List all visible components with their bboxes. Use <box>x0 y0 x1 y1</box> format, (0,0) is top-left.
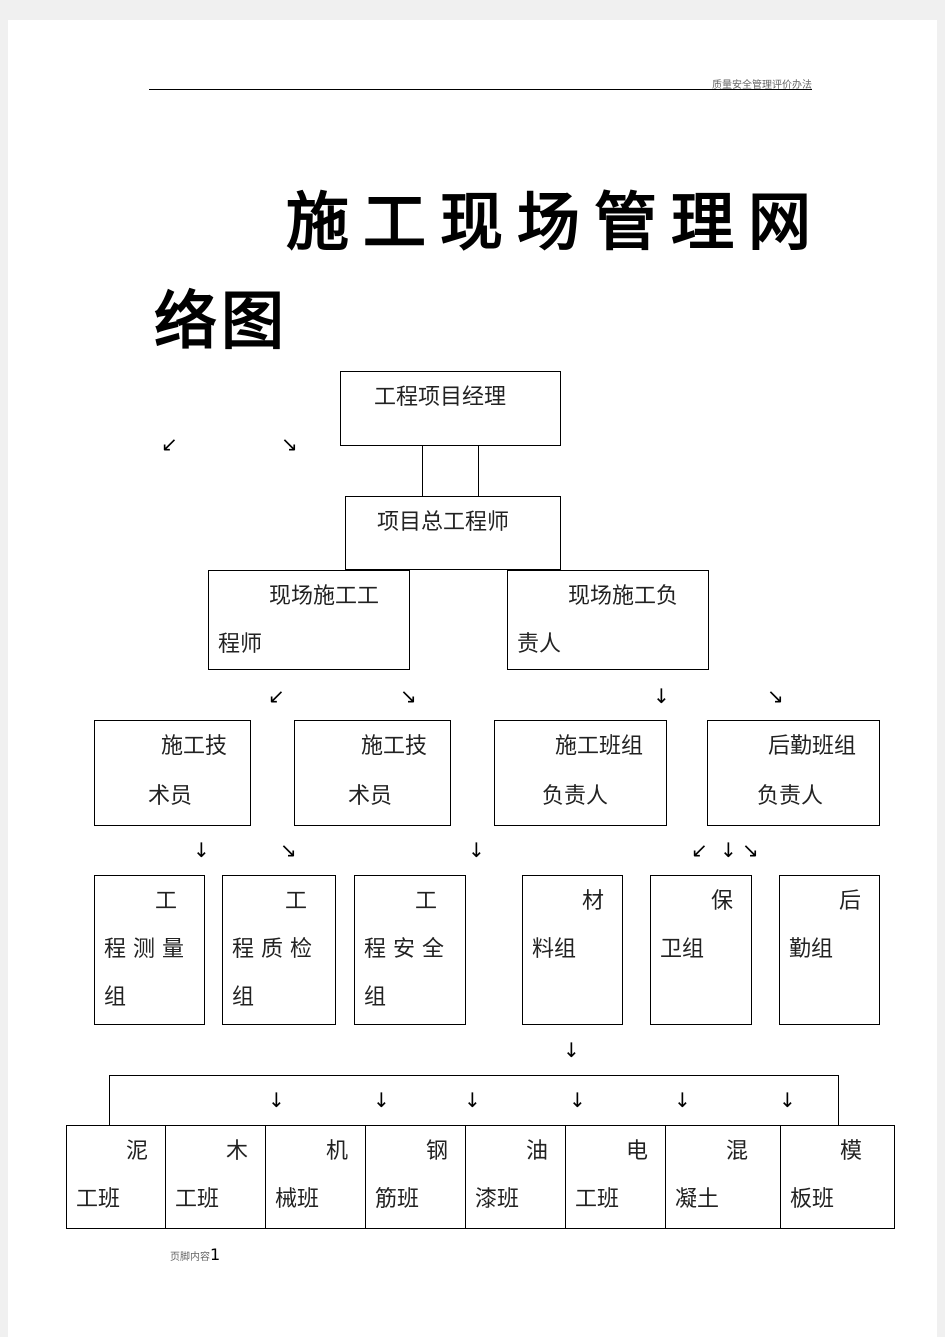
box-crew-machinery: 机 械班 <box>265 1125 366 1229</box>
box-label-line2: 工班 <box>575 1187 620 1212</box>
arrow-down-icon: ↓ <box>464 1088 481 1112</box>
arrow-down-icon: ↓ <box>674 1088 691 1112</box>
box-label-line2: 板班 <box>790 1187 835 1212</box>
box-label: 工程项目经理 <box>374 385 507 410</box>
box-crew-formwork: 模 板班 <box>780 1125 895 1229</box>
box-label-line1: 钢 <box>426 1139 449 1164</box>
arrow-down-right-icon: ↘ <box>281 432 298 456</box>
header-rule <box>149 89 812 90</box>
box-label-line1: 施工技 <box>361 734 428 759</box>
box-label-line2: 负责人 <box>542 784 609 809</box>
box-label-line1: 木 <box>226 1139 249 1164</box>
box-safety-group: 工 程 安 全 组 <box>354 875 466 1025</box>
box-label-line2: 责人 <box>517 632 562 657</box>
box-logistics-group: 后 勤组 <box>779 875 880 1025</box>
box-label-line2: 料组 <box>532 937 577 962</box>
arrow-down-icon: ↓ <box>268 1088 285 1112</box>
box-label-line2: 负责人 <box>757 784 824 809</box>
box-label-line1: 保 <box>711 889 734 914</box>
box-label-line2: 术员 <box>148 784 193 809</box>
arrow-down-left-icon: ↙ <box>691 838 708 862</box>
box-tech-staff-1: 施工技 术员 <box>94 720 251 826</box>
bracket-right-line <box>838 1075 839 1125</box>
box-label-line2: 程 质 检 <box>232 937 312 962</box>
box-label-line1: 泥 <box>126 1139 149 1164</box>
page-title-continued: 络图 <box>154 284 288 358</box>
arrow-down-left-icon: ↙ <box>268 684 285 708</box>
box-logistics-leader: 后勤班组 负责人 <box>707 720 880 826</box>
box-crew-concrete: 混 凝土 <box>665 1125 781 1229</box>
arrow-down-right-icon: ↘ <box>280 838 297 862</box>
box-project-manager: 工程项目经理 <box>340 371 561 446</box>
box-crew-painting: 油 漆班 <box>465 1125 566 1229</box>
arrow-down-icon: ↓ <box>720 838 737 862</box>
document-page <box>8 20 937 1337</box>
box-label-line2: 勤组 <box>789 937 834 962</box>
box-label-line1: 后勤班组 <box>768 734 857 759</box>
box-label: 项目总工程师 <box>377 510 510 535</box>
arrow-down-icon: ↓ <box>779 1088 796 1112</box>
box-label-line1: 工 <box>415 889 438 914</box>
box-label-line2: 程师 <box>218 632 263 657</box>
box-label-line2: 工班 <box>175 1187 220 1212</box>
box-label-line1: 油 <box>526 1139 549 1164</box>
box-label-line1: 模 <box>840 1139 863 1164</box>
box-crew-carpentry: 木 工班 <box>165 1125 266 1229</box>
box-label-line2: 卫组 <box>660 937 705 962</box>
box-label-line3: 组 <box>364 985 387 1010</box>
box-label-line3: 组 <box>104 985 127 1010</box>
arrow-down-icon: ↓ <box>569 1088 586 1112</box>
box-label-line2: 漆班 <box>475 1187 520 1212</box>
arrow-down-right-icon: ↘ <box>742 838 759 862</box>
box-crew-masonry: 泥 工班 <box>66 1125 166 1229</box>
box-label-line1: 工 <box>285 889 308 914</box>
box-label-line2: 程 测 量 <box>104 937 184 962</box>
arrow-down-icon: ↓ <box>468 838 485 862</box>
arrow-down-icon: ↓ <box>193 838 210 862</box>
box-label-line2: 术员 <box>348 784 393 809</box>
box-site-supervisor: 现场施工负 责人 <box>507 570 709 670</box>
box-label-line1: 工 <box>155 889 178 914</box>
box-label-line2: 凝土 <box>675 1187 720 1212</box>
box-label-line1: 机 <box>326 1139 349 1164</box>
header-label: 质量安全管理评价办法 <box>712 80 812 91</box>
arrow-down-icon: ↓ <box>563 1038 580 1062</box>
arrow-down-left-icon: ↙ <box>161 432 178 456</box>
arrow-down-icon: ↓ <box>373 1088 390 1112</box>
box-label-line1: 混 <box>726 1139 749 1164</box>
arrow-down-icon: ↓ <box>653 684 670 708</box>
box-security-group: 保 卫组 <box>650 875 752 1025</box>
page-number: 1 <box>210 1245 221 1264</box>
box-label-line1: 电 <box>626 1139 649 1164</box>
box-team-leader: 施工班组 负责人 <box>494 720 667 826</box>
connector-line <box>422 446 423 496</box>
box-label-line2: 筋班 <box>375 1187 420 1212</box>
footer-label: 页脚内容 <box>170 1252 210 1263</box>
connector-line <box>478 446 479 496</box>
box-label-line2: 程 安 全 <box>364 937 444 962</box>
box-label-line1: 现场施工负 <box>568 584 679 609</box>
box-quality-group: 工 程 质 检 组 <box>222 875 336 1025</box>
box-label-line1: 施工技 <box>161 734 228 759</box>
box-label-line1: 材 <box>582 889 605 914</box>
box-label-line3: 组 <box>232 985 255 1010</box>
box-crew-rebar: 钢 筋班 <box>365 1125 466 1229</box>
box-crew-electrical: 电 工班 <box>565 1125 666 1229</box>
page-title: 施工现场管理网 <box>286 185 825 259</box>
box-label-line1: 后 <box>839 889 862 914</box>
box-label-line2: 械班 <box>275 1187 320 1212</box>
bracket-left-line <box>109 1075 110 1125</box>
box-label-line1: 现场施工工 <box>269 584 380 609</box>
box-label-line1: 施工班组 <box>555 734 644 759</box>
bracket-top-line <box>109 1075 839 1076</box>
box-survey-group: 工 程 测 量 组 <box>94 875 205 1025</box>
arrow-down-right-icon: ↘ <box>400 684 417 708</box>
page-footer: 页脚内容1 <box>170 1245 220 1264</box>
arrow-down-right-icon: ↘ <box>767 684 784 708</box>
box-materials-group: 材 料组 <box>522 875 623 1025</box>
box-tech-staff-2: 施工技 术员 <box>294 720 451 826</box>
box-site-engineer: 现场施工工 程师 <box>208 570 410 670</box>
box-label-line2: 工班 <box>76 1187 121 1212</box>
box-chief-engineer: 项目总工程师 <box>345 496 561 570</box>
